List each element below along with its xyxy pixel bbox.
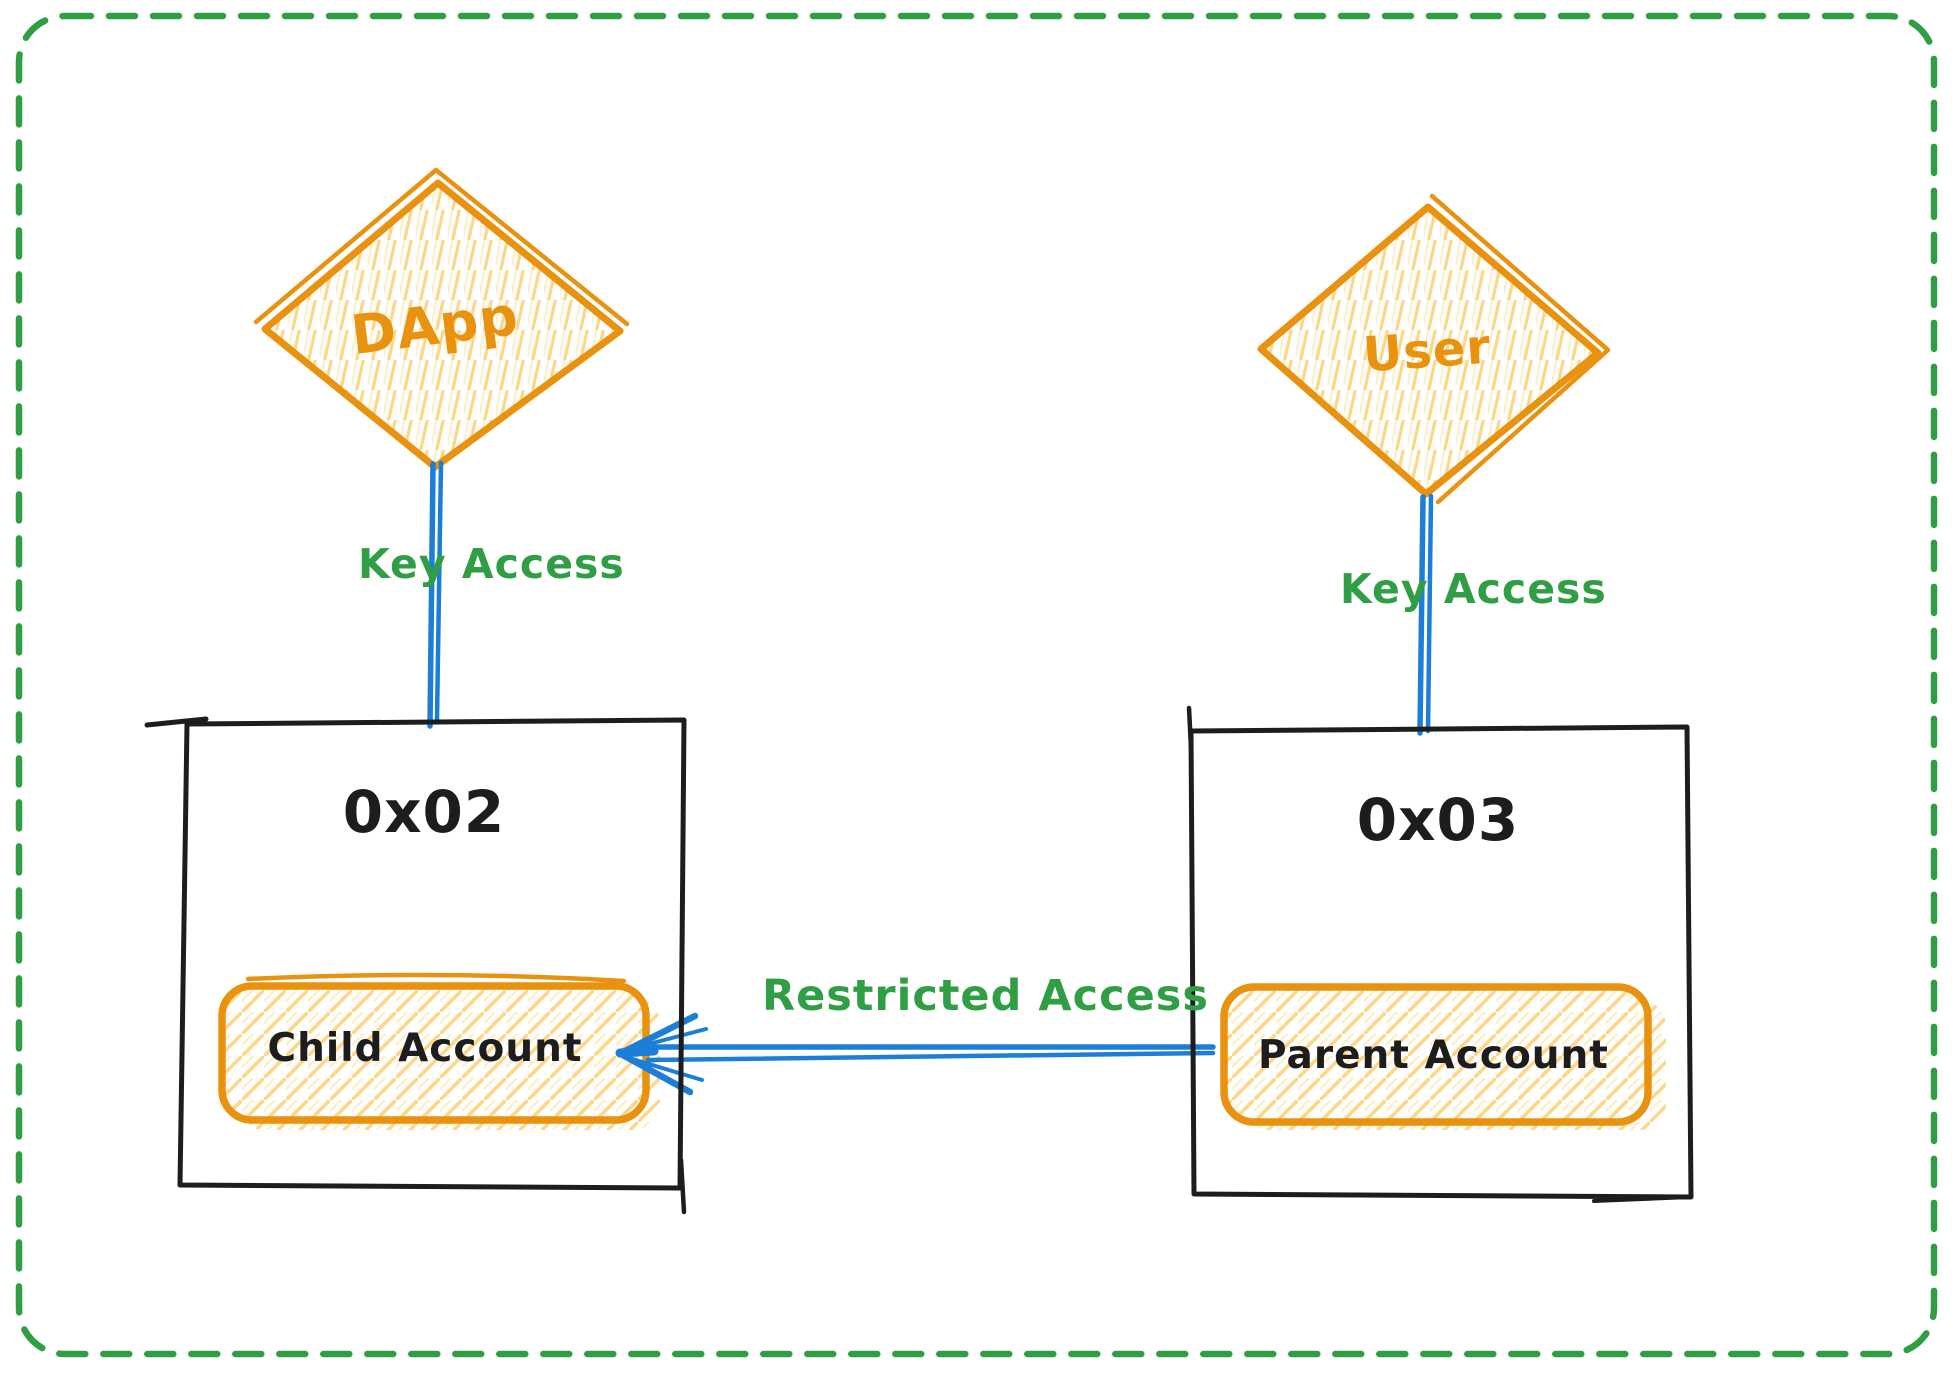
child-account-pill xyxy=(218,972,660,1130)
child-account-label: Child Account xyxy=(267,1026,583,1071)
dapp-diamond-sketch-stroke xyxy=(253,167,630,327)
parent-account-label: Parent Account xyxy=(1258,1033,1609,1078)
box-0x02-sketch-tick-top xyxy=(144,716,209,728)
wallet-address-right: 0x03 xyxy=(1356,786,1520,854)
user-diamond-sketch-stroke xyxy=(1429,193,1611,505)
wallet-box-0x03 xyxy=(1186,705,1694,1203)
restricted-access-arrow xyxy=(615,1012,1216,1096)
restricted-access-label: Restricted Access xyxy=(762,971,1209,1021)
key-access-label-right: Key Access xyxy=(1340,565,1607,613)
box-0x03-sketch-tick-top xyxy=(1186,705,1194,751)
box-0x03-sketch-tick-bottom xyxy=(1592,1195,1693,1203)
key-access-label-left: Key Access xyxy=(358,540,625,588)
parent-account-pill xyxy=(1220,983,1666,1130)
user-diamond xyxy=(1257,193,1611,505)
dashed-boundary xyxy=(15,12,1938,1358)
key-access-connector-left xyxy=(427,460,444,729)
child-account-sketch-stroke xyxy=(245,972,627,984)
wallet-box-0x02 xyxy=(144,716,687,1215)
key-access-connector-right xyxy=(1417,493,1434,736)
box-0x02-sketch-tick-bottom xyxy=(678,1157,687,1215)
wallet-address-left: 0x02 xyxy=(342,778,506,846)
